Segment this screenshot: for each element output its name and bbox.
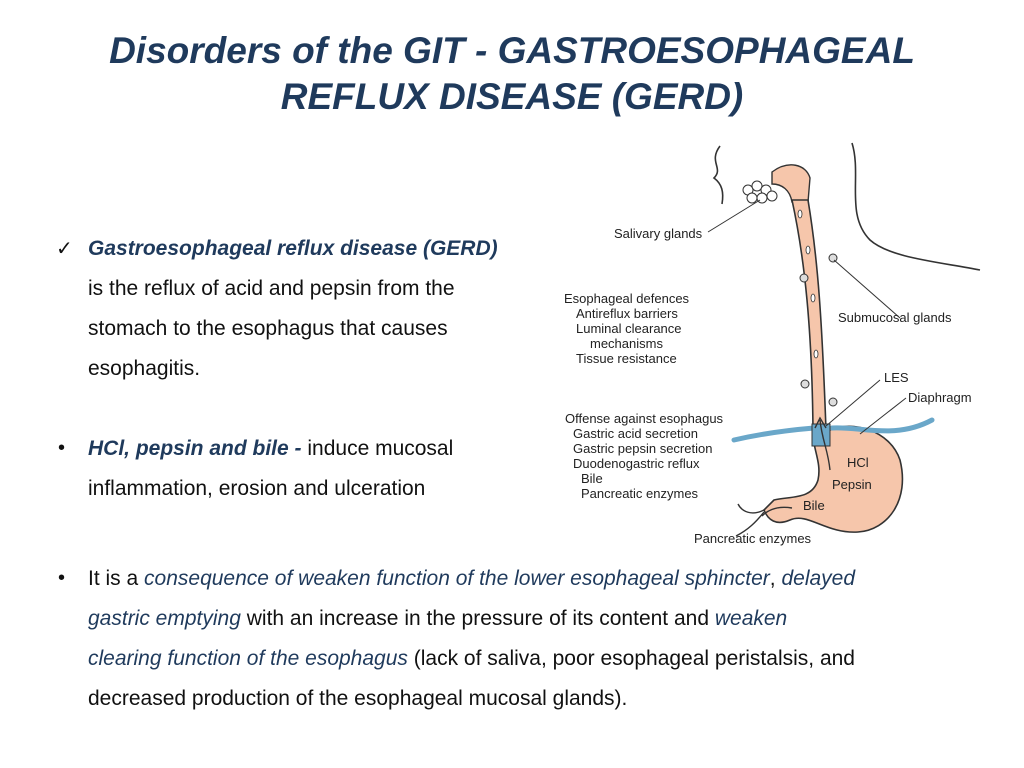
consequence-text-a: It is a — [88, 567, 145, 590]
label-defence-3: mechanisms — [590, 336, 663, 351]
bullet-gerd-definition: Gastroesophageal reflux disease (GERD) i… — [88, 229, 498, 389]
diaphragm — [731, 417, 935, 443]
label-offense-4: Bile — [581, 471, 603, 486]
face-profile-outline — [712, 145, 724, 205]
label-offense: Offense against esophagus — [565, 411, 724, 426]
label-defence-1: Antireflux barriers — [576, 306, 678, 321]
causes-line-2: inflammation, erosion and ulceration — [88, 477, 426, 500]
causes-term: HCl, pepsin and bile - — [88, 437, 302, 460]
duodenum — [737, 503, 765, 514]
checkmark-icon: ✓ — [56, 238, 73, 260]
label-bile: Bile — [803, 498, 825, 513]
label-pancreatic-enzymes: Pancreatic enzymes — [694, 531, 812, 546]
label-les: LES — [884, 370, 909, 385]
gerd-anatomy-diagram: Salivary glands Esophageal defences Anti… — [564, 142, 981, 546]
label-offense-2: Gastric pepsin secretion — [573, 441, 712, 456]
bullet-consequence: It is a consequence of weaken function o… — [88, 559, 855, 719]
gerd-line-2: stomach to the esophagus that causes — [88, 317, 448, 340]
consequence-text-b: with an increase in the pressure of its … — [240, 607, 715, 630]
causes-text: induce mucosal — [301, 437, 454, 460]
label-offense-1: Gastric acid secretion — [573, 426, 698, 441]
bullet-dot: • — [58, 567, 66, 589]
label-diaphragm: Diaphragm — [908, 390, 972, 405]
consequence-text-c: (lack of saliva, poor esophageal perista… — [407, 647, 855, 670]
consequence-emphasis-delayed: delayed — [781, 567, 856, 590]
consequence-emphasis-weaken: weaken — [714, 607, 788, 630]
esophagus — [791, 199, 827, 431]
title-line-2: REFLUX DISEASE (GERD) — [280, 76, 744, 117]
label-pepsin: Pepsin — [832, 477, 872, 492]
pharynx — [771, 164, 811, 203]
gerd-term: Gastroesophageal reflux disease (GERD) — [88, 237, 498, 260]
label-defence-4: Tissue resistance — [576, 351, 677, 366]
consequence-text-comma: , — [769, 567, 782, 590]
label-salivary-glands: Salivary glands — [614, 226, 703, 241]
title-line-1: Disorders of the GIT - GASTROESOPHAGEAL — [109, 30, 915, 71]
neck-back-outline — [851, 142, 981, 271]
consequence-emphasis-gastric: gastric emptying — [88, 607, 241, 630]
label-offense-3: Duodenogastric reflux — [573, 456, 700, 471]
gerd-line-3: esophagitis. — [88, 357, 201, 380]
label-hcl: HCl — [847, 455, 869, 470]
consequence-emphasis-clearing: clearing function of the esophagus — [88, 647, 408, 670]
stomach — [763, 425, 904, 533]
slide-title: Disorders of the GIT - GASTROESOPHAGEAL … — [0, 28, 1024, 120]
bullet-causes: HCl, pepsin and bile - induce mucosal in… — [88, 429, 453, 509]
label-submucosal-glands: Submucosal glands — [838, 310, 952, 325]
consequence-emphasis-les: consequence of weaken function of the lo… — [144, 567, 770, 590]
saliva-droplets-icon — [797, 209, 819, 359]
label-esophageal-defences: Esophageal defences — [564, 291, 690, 306]
salivary-glands-icon — [742, 180, 778, 204]
label-offense-5: Pancreatic enzymes — [581, 486, 699, 501]
label-defence-2: Luminal clearance — [576, 321, 682, 336]
submucosal-glands-icon — [799, 253, 838, 407]
consequence-line-4: decreased production of the esophageal m… — [88, 687, 628, 710]
gerd-line-1: is the reflux of acid and pepsin from th… — [88, 277, 455, 300]
bullet-dot: • — [58, 437, 66, 459]
